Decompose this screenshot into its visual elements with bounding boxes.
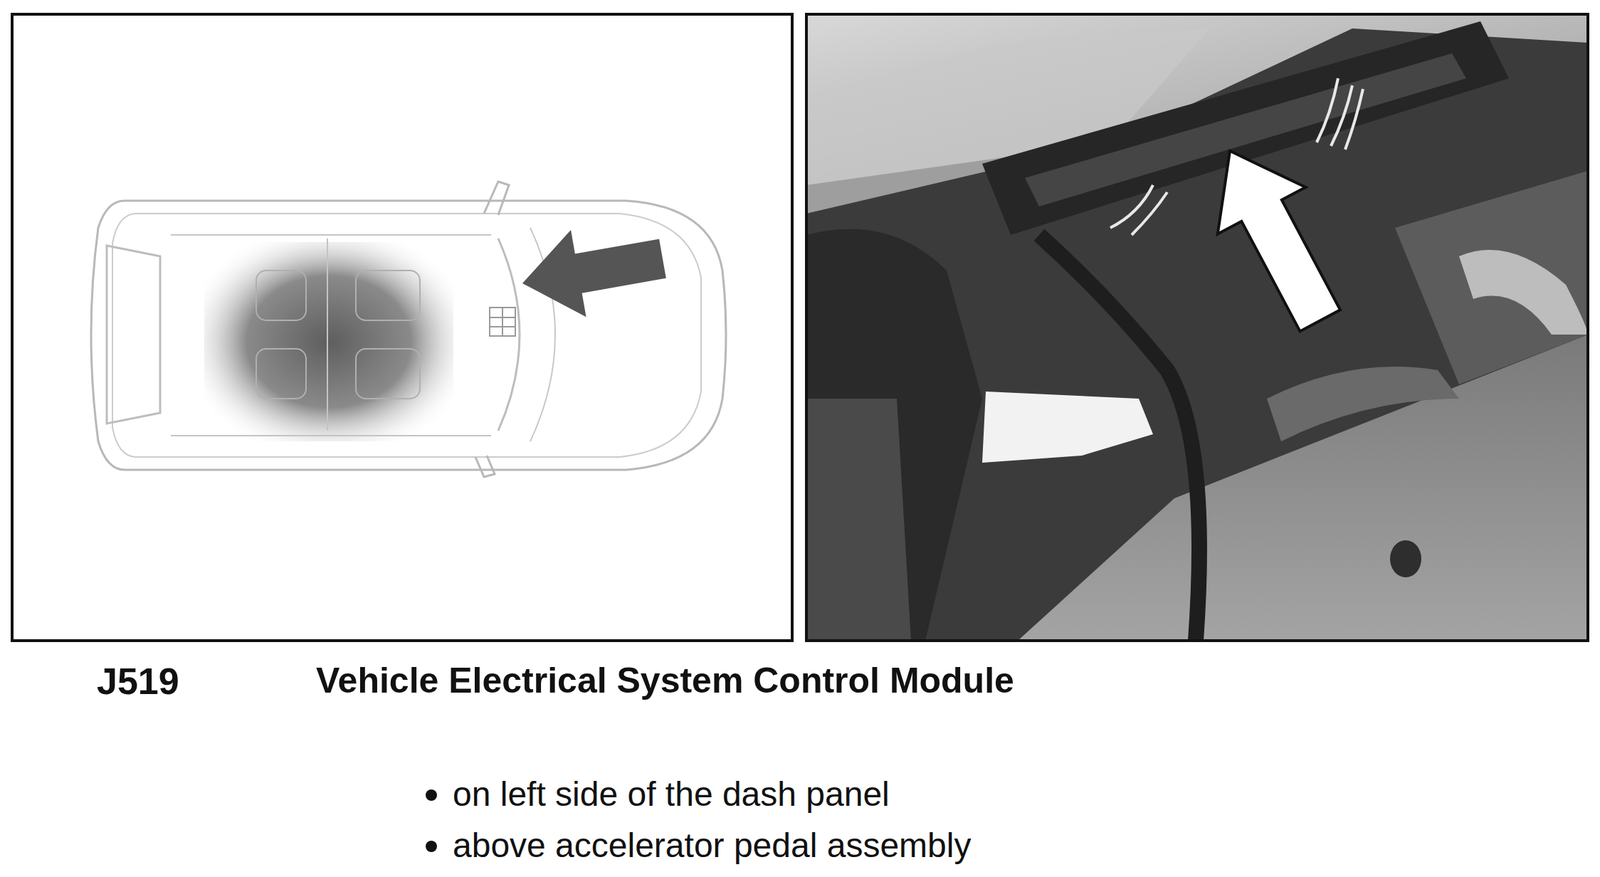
floor-carpet [1017, 334, 1588, 641]
vehicle-overview-panel [12, 14, 793, 641]
mirror [475, 455, 495, 477]
car-body-inner [112, 213, 702, 457]
front-seat [355, 270, 420, 321]
location-note: on left side of the dash panel [452, 773, 890, 815]
mirror [483, 181, 509, 215]
car-body-outline [91, 200, 726, 470]
rear-window [106, 245, 161, 424]
duct [1266, 366, 1460, 442]
steering-column-cover [806, 398, 912, 641]
trim-panel [806, 229, 983, 641]
b-pillar [326, 238, 329, 431]
roof-rails [170, 234, 492, 436]
bullet-dot [425, 840, 438, 852]
rear-seat [256, 270, 307, 321]
panel-frame [806, 14, 1588, 641]
floor-plug [1390, 540, 1422, 578]
harness [1039, 234, 1200, 641]
panel-frame [12, 14, 793, 641]
rear-seat [256, 348, 307, 399]
location-arrow [514, 214, 670, 327]
front-seat [355, 348, 420, 399]
component-code: J519 [96, 659, 180, 704]
location-note: above accelerator pedal assembly [452, 824, 971, 867]
footwell-panel [1395, 170, 1588, 385]
white-clip [982, 391, 1154, 463]
bullet-dot [425, 789, 438, 801]
module-location [489, 307, 516, 336]
foam-insulation [1459, 249, 1588, 335]
module-location [489, 307, 516, 336]
installation-photo-panel [806, 14, 1588, 641]
component-name: Vehicle Electrical System Control Module [316, 659, 1015, 702]
photo-ground [806, 14, 1588, 641]
cabin-shading [204, 241, 454, 442]
location-arrow [1185, 127, 1364, 344]
